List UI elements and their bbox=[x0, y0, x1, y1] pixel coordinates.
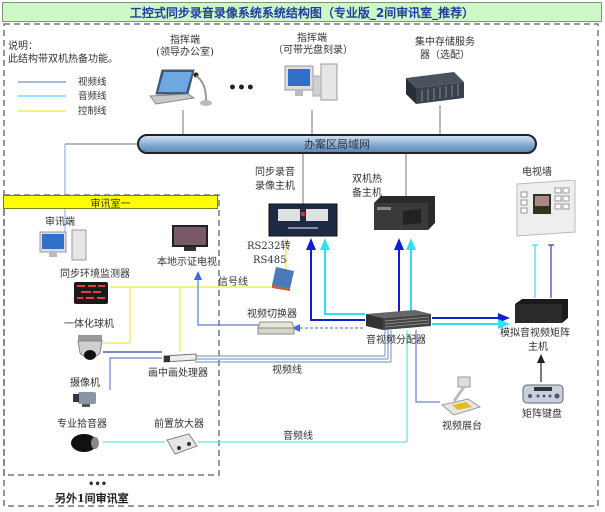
tv-wall-icon bbox=[515, 179, 577, 244]
matrix-host-label1: 模拟音视频矩阵 bbox=[500, 328, 570, 339]
microphone-icon bbox=[192, 72, 214, 112]
backup-host-label1: 双机热 bbox=[352, 174, 382, 185]
rs-converter-label1: RS232转 bbox=[247, 241, 291, 252]
room-boundary bbox=[3, 194, 220, 476]
preamp-icon bbox=[165, 432, 199, 460]
interrogation-pc-label: 审讯端 bbox=[45, 217, 75, 228]
command-laptop-label2: (领导办公室) bbox=[156, 47, 214, 58]
camera-icon bbox=[72, 390, 98, 412]
room-title-bar: 审讯室一 bbox=[3, 195, 218, 210]
notes-heading: 说明： bbox=[8, 41, 38, 52]
storage-server-icon bbox=[404, 70, 466, 110]
pickup-microphone-icon bbox=[70, 432, 102, 458]
recorder-host-icon bbox=[268, 203, 338, 243]
laptop-icon bbox=[148, 68, 198, 112]
signal-line-label: 信号线 bbox=[218, 277, 248, 288]
diagram-title: 工控式同步录音录像系统系统结构图（专业版_2间审讯室_推荐） bbox=[2, 2, 602, 22]
microphone-label: 专业拾音器 bbox=[57, 419, 107, 430]
video-switcher-label: 视频切换器 bbox=[247, 309, 297, 320]
legend-video-label: 视频线 bbox=[78, 77, 107, 88]
audio-line-label: 音频线 bbox=[283, 431, 313, 442]
av-distributor-icon bbox=[365, 308, 433, 336]
storage-server-label2: 器（选配） bbox=[420, 50, 470, 61]
dome-camera-icon bbox=[76, 333, 104, 367]
command-pc-label1: 指挥端 bbox=[297, 33, 327, 44]
av-distributor-label: 音视频分配器 bbox=[366, 335, 426, 346]
matrix-keyboard-label: 矩阵键盘 bbox=[522, 409, 562, 420]
recorder-label1: 同步录音 bbox=[255, 167, 295, 178]
matrix-host-icon bbox=[514, 298, 570, 328]
desktop-pc-icon bbox=[283, 62, 343, 110]
env-monitor-label: 同步环境监测器 bbox=[60, 269, 130, 280]
matrix-keyboard-icon bbox=[522, 383, 564, 409]
storage-server-label1: 集中存储服务 bbox=[415, 37, 475, 48]
room-title: 审讯室一 bbox=[90, 198, 131, 210]
camera-label: 摄像机 bbox=[70, 378, 100, 389]
other-room-label: 另外1间审讯室 bbox=[55, 492, 129, 505]
document-camera-icon bbox=[440, 375, 482, 421]
dome-camera-label: 一体化球机 bbox=[64, 319, 114, 330]
notes-text: 此结构带双机热备功能。 bbox=[8, 54, 118, 65]
lan-network-pipe: 办案区局域网 bbox=[137, 134, 537, 154]
recorder-label2: 录像主机 bbox=[255, 181, 295, 192]
tv-wall-label: 电视墙 bbox=[522, 167, 552, 178]
command-pc-label2: （可带光盘刻录） bbox=[273, 45, 353, 56]
other-room-ellipsis: ••• bbox=[88, 479, 108, 490]
video-switcher-icon bbox=[256, 320, 296, 340]
video-line-label: 视频线 bbox=[272, 365, 302, 376]
env-monitor-icon bbox=[73, 281, 109, 309]
legend-audio-label: 音频线 bbox=[78, 91, 107, 102]
local-tv-icon bbox=[170, 223, 210, 257]
legend-control-label: 控制线 bbox=[78, 106, 107, 117]
backup-host-icon bbox=[373, 195, 437, 235]
pip-processor-label: 画中画处理器 bbox=[148, 368, 208, 379]
rs-converter-icon bbox=[270, 265, 296, 295]
document-camera-label: 视频展台 bbox=[442, 421, 482, 432]
lan-label: 办案区局域网 bbox=[304, 138, 370, 151]
command-ellipsis: ••• bbox=[228, 80, 255, 96]
preamp-label: 前置放大器 bbox=[154, 419, 204, 430]
command-laptop-label1: 指挥端 bbox=[170, 35, 200, 46]
rs-converter-label2: RS485 bbox=[253, 255, 287, 266]
local-tv-label: 本地示证电视 bbox=[157, 257, 217, 268]
backup-host-label2: 备主机 bbox=[352, 188, 382, 199]
matrix-host-label2: 主机 bbox=[528, 342, 548, 353]
pip-processor-icon bbox=[162, 349, 198, 368]
interrogation-pc-icon bbox=[38, 229, 90, 267]
